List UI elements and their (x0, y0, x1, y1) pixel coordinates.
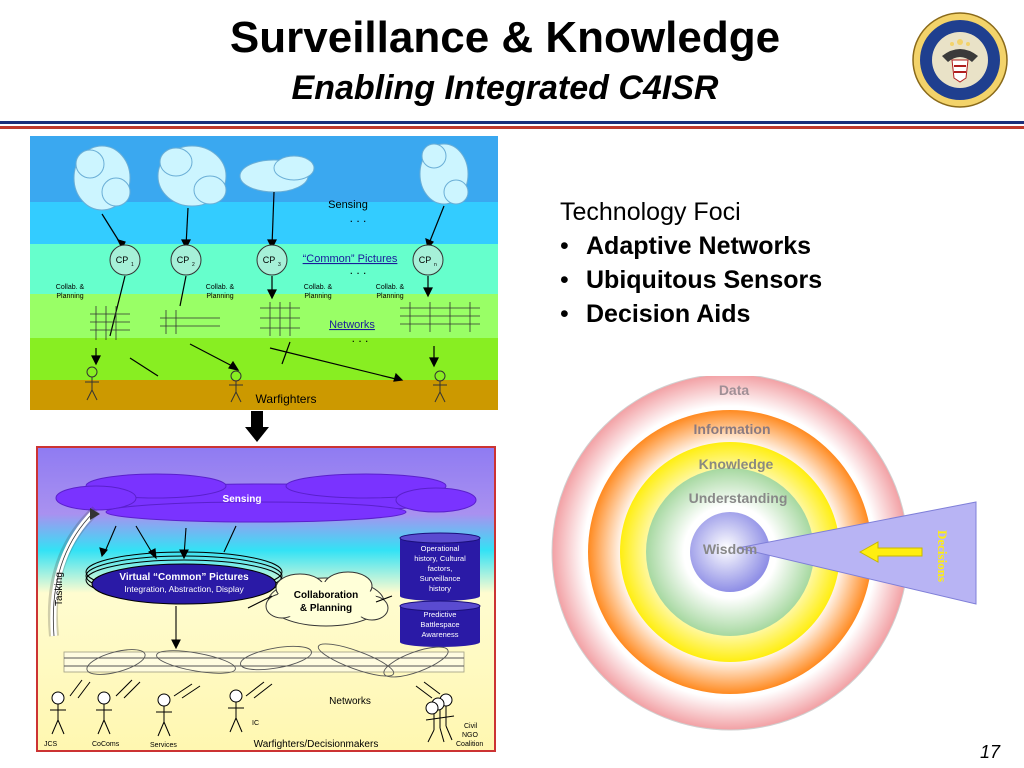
header-rule-red (0, 126, 1024, 129)
cloud-icon (73, 145, 131, 211)
actor-label: IC (252, 720, 259, 727)
svg-text:Planning: Planning (56, 293, 83, 300)
virtual-pictures-node (91, 563, 277, 605)
cloud-icon (419, 143, 469, 205)
decisions-wedge (737, 501, 977, 605)
foci-item: Ubiquitous Sensors (560, 263, 822, 297)
collab-label: Collab. & (376, 284, 405, 291)
ring-label-wisdom: Wisdom (703, 541, 757, 557)
technology-foci-heading: Technology Foci (560, 198, 741, 226)
collaboration-cloud (265, 571, 389, 627)
svg-text:CP: CP (419, 255, 432, 265)
svg-text:CP: CP (116, 255, 129, 265)
cp-node: CP 2 (170, 244, 202, 276)
bottom-diagram: Sensing Tasking Virtual “Common” Picture… (36, 446, 496, 752)
common-pictures-label: “Common” Pictures (303, 253, 398, 265)
svg-text:n: n (434, 262, 437, 268)
collab-label: Collab. & (304, 284, 333, 291)
down-arrow-icon (245, 411, 269, 442)
svg-text:2: 2 (192, 262, 195, 268)
person-icon (85, 366, 99, 401)
collab-label: Collab. & (56, 284, 85, 291)
collaboration-label: Collaboration (294, 590, 358, 601)
person-icon (229, 370, 243, 403)
database-icon: Predictive Battlespace Awareness (399, 600, 481, 647)
networks-label: Networks (329, 696, 371, 707)
warfighters-decisionmakers-label: Warfighters/Decisionmakers (254, 739, 379, 750)
cloud-icon (157, 145, 227, 207)
actor-label: Coalition (456, 741, 483, 748)
svg-text:1: 1 (131, 262, 134, 268)
ring-wisdom (690, 512, 770, 592)
svg-text:CP: CP (263, 255, 276, 265)
svg-text:history, Cultural: history, Cultural (414, 554, 466, 563)
page-number: 17 (980, 742, 1001, 762)
database-icon: Operational history, Cultural factors, S… (399, 532, 481, 601)
common-pictures-dots: . . . (350, 263, 367, 277)
actor-label: NGO (462, 732, 479, 739)
dod-seal-logo (912, 12, 1008, 108)
svg-text:& Planning: & Planning (300, 603, 352, 614)
technology-foci: Technology Foci Adaptive Networks Ubiqui… (560, 195, 822, 331)
tasking-label: Tasking (54, 572, 65, 606)
sensing-cloud (55, 473, 477, 523)
svg-text:history: history (429, 584, 451, 593)
decisions-arrow-icon (858, 541, 923, 563)
person-icon (433, 370, 447, 403)
svg-text:Operational: Operational (421, 544, 460, 553)
svg-text:CP: CP (177, 255, 190, 265)
knowledge-rings-diagram: Decisions Data Information Knowledge Und… (551, 376, 977, 731)
svg-text:Planning: Planning (206, 293, 233, 300)
svg-text:3: 3 (278, 262, 281, 268)
person-group-icon (425, 693, 455, 743)
warfighters-label: Warfighters (256, 392, 317, 406)
svg-text:Surveillance: Surveillance (420, 574, 461, 583)
network-strip (63, 643, 465, 678)
svg-text:Predictive: Predictive (424, 610, 457, 619)
actor-label: Civil (464, 723, 478, 730)
actor-label: Services (150, 742, 177, 749)
actor-label: CoComs (92, 741, 120, 748)
cp-node: CP n (412, 244, 444, 276)
sensing-label: Sensing (328, 199, 368, 211)
foci-item: Decision Aids (560, 297, 822, 331)
cp-node: CP 3 (256, 244, 288, 276)
svg-text:factors,: factors, (428, 564, 453, 573)
person-icon (50, 691, 66, 735)
person-icon (96, 691, 112, 735)
ring-label-understanding: Understanding (689, 490, 788, 506)
ring-label-data: Data (719, 382, 750, 398)
top-diagram: Sensing . . . CP 1 CP 2 CP 3 CP n “Commo… (30, 136, 498, 410)
svg-text:Battlespace: Battlespace (420, 620, 459, 629)
slide-subtitle: Enabling Integrated C4ISR (291, 69, 719, 107)
svg-text:Planning: Planning (376, 293, 403, 300)
foci-item: Adaptive Networks (560, 229, 822, 263)
ring-label-knowledge: Knowledge (699, 456, 774, 472)
sensing-label: Sensing (223, 494, 262, 505)
collab-label: Collab. & (206, 284, 235, 291)
person-icon (228, 689, 244, 733)
virtual-pictures-subtitle: Integration, Abstraction, Display (124, 584, 244, 594)
cloud-icon (239, 155, 315, 193)
cp-node: CP 1 (109, 244, 141, 276)
virtual-pictures-title: Virtual “Common” Pictures (119, 572, 249, 583)
svg-text:Planning: Planning (304, 293, 331, 300)
decisions-label: Decisions (935, 530, 950, 582)
svg-text:Awareness: Awareness (422, 630, 459, 639)
sensing-dots: . . . (350, 211, 367, 225)
networks-label: Networks (329, 319, 375, 331)
person-icon (156, 693, 172, 737)
header-rule-blue (0, 121, 1024, 124)
network-grid (90, 302, 480, 340)
slide-title: Surveillance & Knowledge (229, 13, 781, 62)
ring-label-information: Information (694, 421, 771, 437)
networks-dots: . . . (352, 331, 369, 345)
actor-label: JCS (44, 741, 58, 748)
